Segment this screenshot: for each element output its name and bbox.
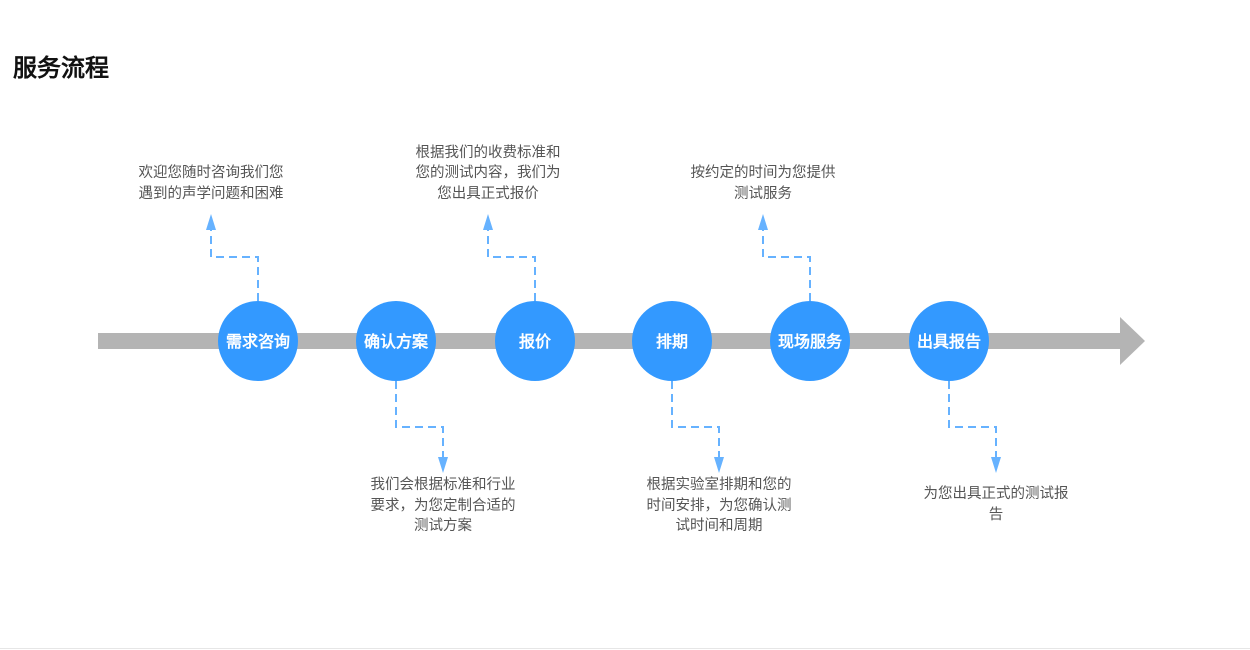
description-line: 时间安排，为您确认测 [646,497,792,514]
step-description: 欢迎您随时咨询我们您遇到的声学问题和困难 [116,163,306,204]
arrow-down-icon [714,457,724,473]
description-line: 遇到的声学问题和困难 [138,185,284,202]
step-label: 排期 [655,331,688,351]
description-line: 我们会根据标准和行业 [370,477,516,493]
step-circle [495,301,575,381]
step-node: 需求咨询 [218,301,298,381]
arrow-up-icon [758,214,768,230]
step-label: 需求咨询 [225,331,290,351]
step-label: 出具报告 [916,331,981,351]
arrow-up-icon [206,214,216,230]
step-description: 为您出具正式的测试报告 [901,484,1091,525]
description-line: 测试方案 [414,518,472,534]
description-line: 根据实验室排期和您的 [646,477,792,493]
step-label: 现场服务 [777,331,842,351]
timeline-arrowhead [1120,317,1145,365]
connector-line [487,228,536,301]
description-line: 告 [988,506,1004,523]
step-node: 出具报告 [909,301,989,381]
step-description: 根据我们的收费标准和您的测试内容，我们为您出具正式报价 [393,143,583,205]
description-line: 为您出具正式的测试报 [923,486,1069,502]
description-line: 按约定的时间为您提供 [690,165,836,181]
description-line: 要求，为您定制合适的 [370,497,516,514]
divider [0,648,1250,649]
step-node: 报价 [495,301,575,381]
step-node: 确认方案 [356,301,436,381]
connector-line [671,381,720,458]
step-node: 现场服务 [770,301,850,381]
timeline-bar [98,333,1122,349]
connector-line [210,228,259,301]
description-line: 您出具正式报价 [437,185,539,202]
step-circle [218,301,298,381]
description-line: 您的测试内容，我们为 [415,165,561,181]
connector-line [395,381,444,458]
step-circle [632,301,712,381]
connector-line [948,381,997,458]
description-line: 测试服务 [734,185,792,202]
step-circle [909,301,989,381]
step-node: 排期 [632,301,712,381]
arrow-down-icon [991,457,1001,473]
step-description: 按约定的时间为您提供测试服务 [668,163,858,204]
step-circle [356,301,436,381]
step-label: 确认方案 [363,331,428,351]
description-line: 欢迎您随时咨询我们您 [138,165,284,181]
step-description: 根据实验室排期和您的时间安排，为您确认测试时间和周期 [624,475,814,537]
step-description: 我们会根据标准和行业要求，为您定制合适的测试方案 [348,475,538,537]
description-line: 根据我们的收费标准和 [415,144,561,161]
connector-line [762,228,811,301]
description-line: 试时间和周期 [675,518,763,534]
step-circle [770,301,850,381]
step-label: 报价 [518,331,551,351]
page-title: 服务流程 [13,54,109,82]
arrow-down-icon [438,457,448,473]
arrow-up-icon [483,214,493,230]
